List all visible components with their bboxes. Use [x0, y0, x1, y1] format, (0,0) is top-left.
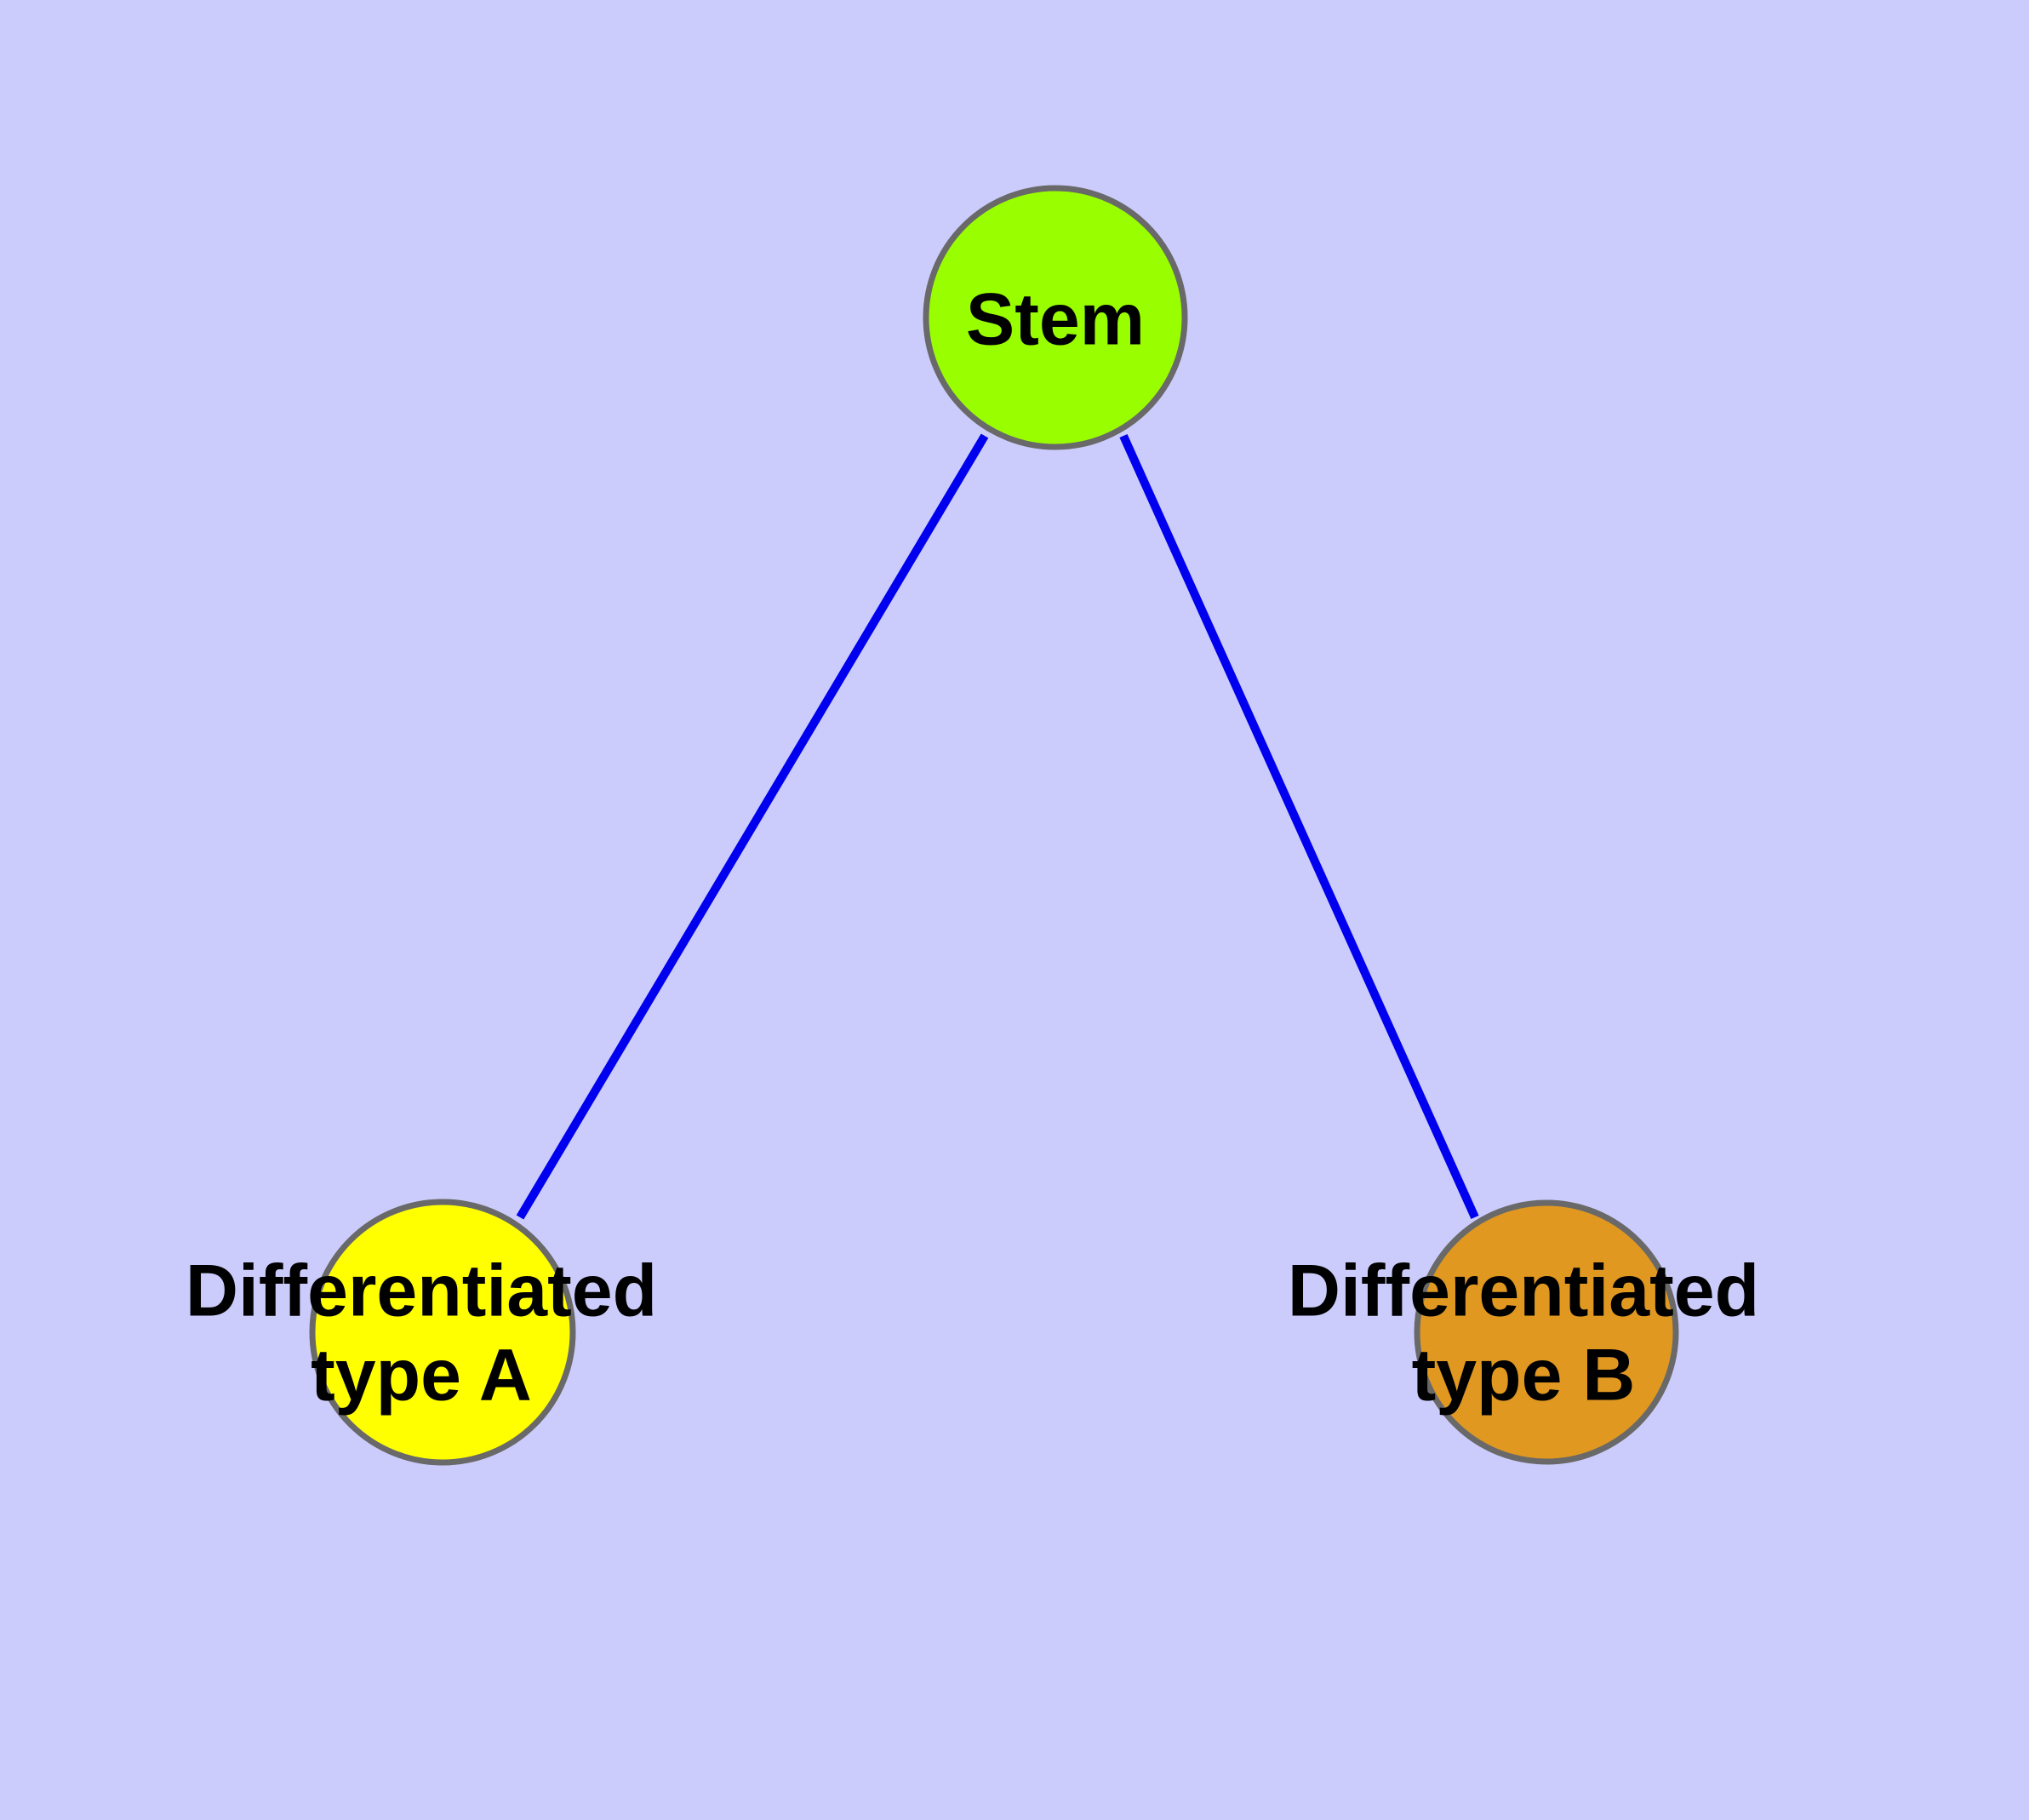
edge-layer [516, 433, 1479, 1220]
node-label-stem: Stem [966, 279, 1145, 361]
node-label-differentiated-type-b-line1: Differentiated [1288, 1251, 1759, 1332]
node-differentiated-type-a[interactable] [309, 1199, 576, 1466]
edge-stem-to-differentiated-type-b[interactable] [1119, 433, 1479, 1220]
node-layer [309, 185, 1679, 1466]
label-layer: Stem Differentiated type A Differentiate… [186, 279, 1759, 1417]
edge-stem-to-differentiated-type-a[interactable] [516, 433, 989, 1220]
node-stem[interactable] [923, 185, 1188, 450]
node-label-differentiated-type-b-line2: type B [1412, 1335, 1636, 1417]
node-label-differentiated-type-a-line2: type A [311, 1335, 532, 1417]
node-differentiated-type-b[interactable] [1414, 1199, 1679, 1465]
node-label-differentiated-type-a-line1: Differentiated [186, 1251, 657, 1332]
